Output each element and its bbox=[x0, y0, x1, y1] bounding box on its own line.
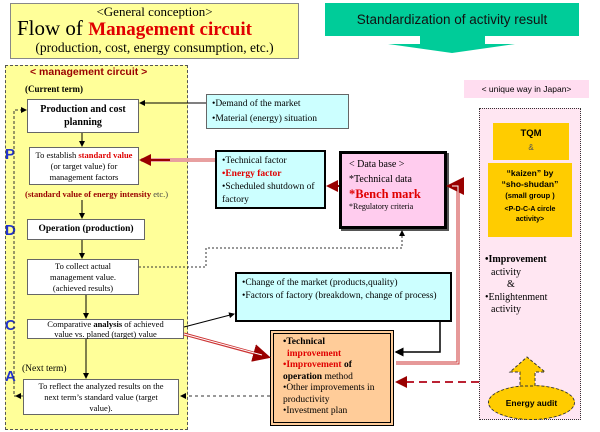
planning-box: Production and cost planning bbox=[27, 99, 139, 133]
market-demand-box: •Demand of the market •Material (energy)… bbox=[206, 94, 349, 129]
factor-box: •Technical factor •Energy factor •Schedu… bbox=[215, 150, 326, 209]
database-benchmark: *Bench mark bbox=[349, 187, 421, 201]
enlightenment-activity: •Enlightenment bbox=[485, 291, 548, 303]
technical-improvement: improvement bbox=[287, 348, 342, 359]
collect-text: To collect actual management value. (ach… bbox=[49, 260, 117, 293]
intensity-post: etc.) bbox=[153, 189, 169, 199]
tqm-label: TQM bbox=[520, 128, 542, 139]
flow-arrows bbox=[79, 100, 235, 379]
current-term-label: (Current term) bbox=[25, 84, 84, 94]
title-prefix: Flow of bbox=[17, 16, 83, 40]
market-item: •Demand of the market bbox=[212, 99, 301, 109]
reflect-box: To reflect the analyzed results on the n… bbox=[23, 379, 179, 415]
establish-pre: To establish bbox=[35, 150, 77, 160]
analysis-box: Comparative analysis of achieved value v… bbox=[27, 319, 184, 339]
database-technical: *Technical data bbox=[349, 174, 412, 185]
establish-box: To establish standard value (or target v… bbox=[29, 147, 139, 185]
kaizen-box: “kaizen” by “sho-shudan” (small group ) … bbox=[488, 163, 572, 237]
collect-box: To collect actual management value. (ach… bbox=[27, 259, 139, 295]
activity-text: activity bbox=[491, 304, 521, 315]
letter-a: A bbox=[5, 368, 16, 385]
title-box: <General conception> Flow of Management … bbox=[10, 3, 299, 59]
analysis-post: of achieved value vs. planed (target) va… bbox=[54, 319, 164, 339]
title-subtitle: <General conception> bbox=[96, 4, 213, 19]
change-to-improvement-line bbox=[394, 322, 441, 357]
audit-up-arrow-icon bbox=[508, 356, 547, 387]
improvement-of: of bbox=[343, 360, 352, 370]
improvement-box: •Technical improvement •Improvement of o… bbox=[270, 330, 394, 426]
kaizen-line: “kaizen” by bbox=[506, 168, 554, 178]
energy-audit-label: Energy audit bbox=[505, 397, 558, 408]
title-scope: (production, cost, energy consumption, e… bbox=[35, 40, 274, 55]
factor-item: •Scheduled shutdown of factory bbox=[222, 182, 315, 205]
intensity-red: (standard value of energy intensity bbox=[25, 189, 152, 199]
collect-to-database-line bbox=[139, 230, 405, 268]
analysis-bold: analysis bbox=[93, 319, 123, 329]
operation-label: operation bbox=[283, 371, 323, 382]
improvement-activity: •Improvement bbox=[485, 254, 547, 265]
factor-item: •Energy factor bbox=[222, 169, 282, 179]
japan-label: < unique way in Japan> bbox=[464, 80, 589, 98]
operation-box: Operation (production) bbox=[27, 219, 145, 240]
tqm-amp: & bbox=[528, 143, 534, 152]
technical-label: •Technical bbox=[283, 337, 326, 347]
market-item: •Material (energy) situation bbox=[212, 114, 317, 124]
pdca-label: <P-D-C-A circle activity> bbox=[504, 206, 556, 223]
factor-item: •Technical factor bbox=[222, 156, 287, 166]
change-box: •Change of the market (products,quality)… bbox=[235, 272, 452, 322]
improvement-label: •Improvement bbox=[283, 360, 342, 370]
activity-list: •Improvement activity & •Enlightenment a… bbox=[485, 254, 547, 317]
change-item: •Factors of factory (breakdown, change o… bbox=[242, 291, 437, 301]
activity-amp: & bbox=[507, 279, 515, 290]
database-regulatory: *Regulatory criteria bbox=[349, 202, 414, 211]
analysis-pre: Comparative bbox=[47, 319, 92, 329]
banner-label: Standardization of activity result bbox=[356, 12, 548, 27]
other-improvements: •Other improvements in productivity bbox=[283, 383, 375, 405]
pdca-loop-line bbox=[13, 107, 27, 397]
intensity-note: (standard value of energy intensity etc.… bbox=[25, 189, 168, 199]
database-box: < Data base > *Technical data *Bench mar… bbox=[339, 151, 447, 229]
letter-d: D bbox=[5, 222, 16, 239]
change-item: •Change of the market (products,quality) bbox=[242, 278, 398, 288]
operation-text: Operation (production) bbox=[38, 224, 134, 234]
database-title: < Data base > bbox=[349, 159, 405, 170]
improvement-to-database-line bbox=[396, 177, 464, 365]
kaizen-line: (small group ) bbox=[505, 191, 555, 200]
establish-value: value bbox=[113, 150, 133, 160]
tqm-box: TQM & bbox=[493, 123, 569, 160]
letter-c: C bbox=[5, 317, 16, 334]
kaizen-line: “sho-shudan” bbox=[501, 179, 559, 189]
next-term-label: (Next term) bbox=[22, 364, 67, 374]
circuit-heading: < management circuit > bbox=[30, 66, 148, 78]
title-main: Management circuit bbox=[88, 19, 252, 40]
investment-plan: •Investment plan bbox=[283, 406, 348, 416]
activity-text: activity bbox=[491, 266, 521, 278]
establish-standard: standard bbox=[78, 150, 111, 160]
banner-arrow-icon bbox=[388, 36, 515, 53]
reflect-text: To reflect the analyzed results on the n… bbox=[38, 380, 164, 413]
standardization-banner: Standardization of activity result bbox=[325, 3, 579, 36]
planning-text: Production and cost planning bbox=[40, 104, 126, 128]
letter-p: P bbox=[5, 146, 16, 163]
operation-method: method bbox=[324, 371, 353, 382]
establish-post: (or target value) for management factors bbox=[49, 161, 119, 182]
